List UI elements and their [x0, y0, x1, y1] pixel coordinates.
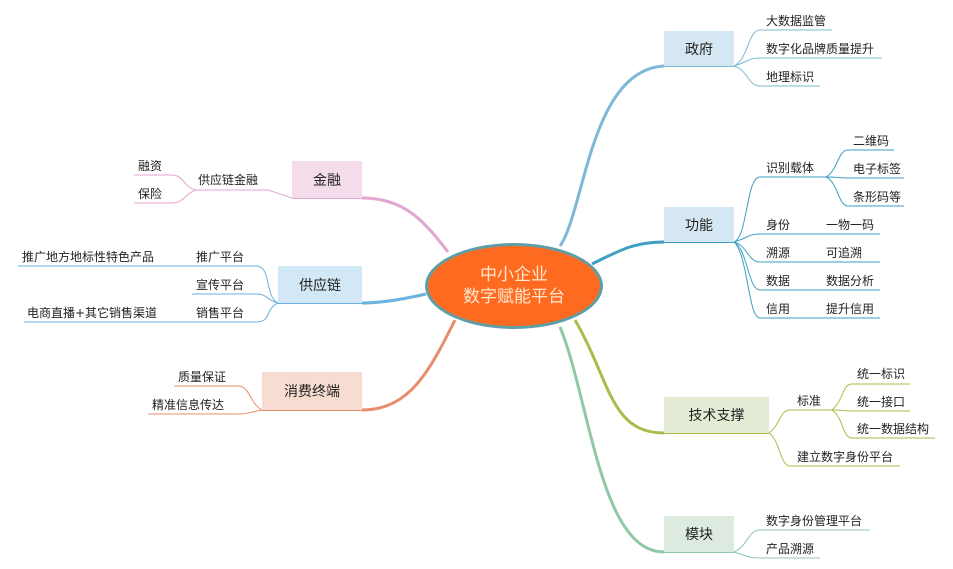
- func-carrier-qrcode[interactable]: 二维码: [853, 134, 890, 148]
- branch-line-government: [558, 64, 665, 247]
- tech-platform[interactable]: 建立数字身份平台: [797, 450, 894, 464]
- tech-standard-id[interactable]: 统一标识: [857, 367, 906, 381]
- central-topic-line2: 数字赋能平台: [463, 287, 565, 307]
- branch-line-module: [558, 326, 665, 554]
- func-pair-left-trace[interactable]: 溯源: [766, 246, 791, 260]
- branch-government[interactable]: 政府: [664, 31, 734, 66]
- tech-standard-interface[interactable]: 统一接口: [857, 395, 906, 409]
- gov-item-bigdata[interactable]: 大数据监管: [766, 14, 827, 28]
- central-topic-line1: 中小企业: [480, 265, 548, 285]
- supply-promo-detail[interactable]: 推广地方地标性特色产品: [22, 250, 155, 264]
- supply-sales-platform[interactable]: 销售平台: [196, 306, 245, 320]
- branch-function[interactable]: 功能: [664, 207, 734, 242]
- central-topic[interactable]: 中小企业 数字赋能平台: [425, 243, 603, 329]
- consumer-info[interactable]: 精准信息传达: [152, 398, 225, 412]
- finance-financing[interactable]: 融资: [138, 159, 163, 173]
- func-pair-right-credit[interactable]: 提升信用: [826, 302, 875, 316]
- func-carrier-etag[interactable]: 电子标签: [853, 162, 902, 176]
- func-pair-left-credit[interactable]: 信用: [766, 302, 791, 316]
- finance-supplychain[interactable]: 供应链金融: [198, 173, 259, 187]
- module-identity-platform[interactable]: 数字身份管理平台: [766, 514, 863, 528]
- module-product-trace[interactable]: 产品溯源: [766, 542, 815, 556]
- consumer-quality[interactable]: 质量保证: [178, 370, 227, 384]
- branch-line-supply: [361, 292, 427, 305]
- supply-sales-detail[interactable]: 电商直播+其它销售渠道: [27, 306, 158, 320]
- branch-line-function: [591, 240, 665, 266]
- func-carrier-barcode[interactable]: 条形码等: [853, 190, 902, 204]
- gov-item-geo[interactable]: 地理标识: [766, 70, 815, 84]
- func-pair-right-identity[interactable]: 一物一码: [826, 218, 875, 232]
- branch-finance[interactable]: 金融: [292, 161, 362, 198]
- tech-standard[interactable]: 标准: [797, 394, 822, 408]
- branch-supply[interactable]: 供应链: [278, 266, 362, 303]
- func-pair-right-trace[interactable]: 可追溯: [826, 246, 863, 260]
- branch-consumer[interactable]: 消费终端: [262, 372, 362, 410]
- supply-publicity-platform[interactable]: 宣传平台: [196, 278, 245, 292]
- func-carrier[interactable]: 识别载体: [766, 161, 815, 175]
- branch-line-consumer: [361, 319, 457, 412]
- supply-promo-platform[interactable]: 推广平台: [196, 250, 245, 264]
- branch-line-tech: [573, 319, 665, 435]
- gov-item-brand[interactable]: 数字化品牌质量提升: [766, 42, 875, 56]
- finance-insurance[interactable]: 保险: [138, 187, 163, 201]
- branch-module[interactable]: 模块: [664, 516, 734, 552]
- func-pair-left-identity[interactable]: 身份: [766, 218, 791, 232]
- tech-standard-datastructure[interactable]: 统一数据结构: [857, 422, 930, 436]
- func-pair-left-data[interactable]: 数据: [766, 274, 791, 288]
- branch-tech[interactable]: 技术支撑: [664, 397, 769, 433]
- func-pair-right-data[interactable]: 数据分析: [826, 274, 875, 288]
- branch-line-finance: [361, 196, 450, 253]
